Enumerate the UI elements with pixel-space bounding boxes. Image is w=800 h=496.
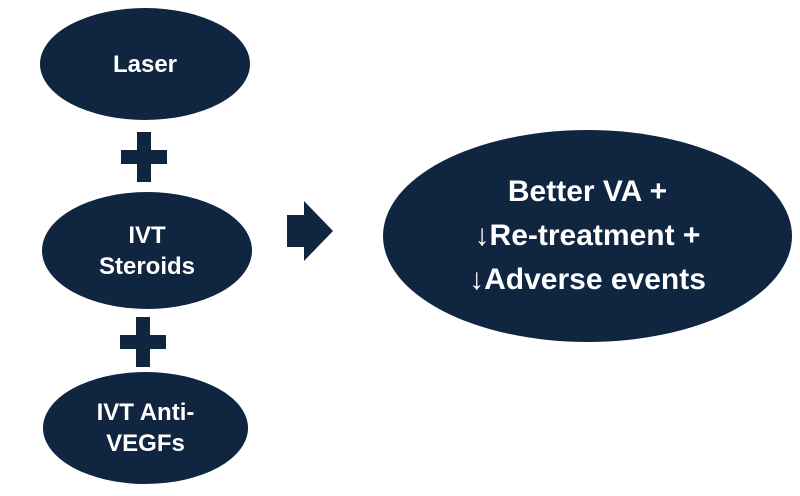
node-ivt-steroids: IVT Steroids (42, 192, 252, 309)
node-ivt-steroids-label: IVT Steroids (99, 220, 195, 282)
plus-icon (121, 132, 167, 182)
node-outcome-line-2: ↓Re-treatment + (474, 219, 701, 252)
node-outcome-line-1: Better VA + (507, 175, 668, 208)
arrow-right-icon (287, 201, 333, 261)
node-ivt-anti-vegfs: IVT Anti- VEGFs (43, 372, 248, 484)
node-outcome: Better VA + ↓Re-treatment + ↓Adverse eve… (383, 130, 792, 342)
plus-icon (120, 317, 166, 367)
node-ivt-steroids-line-1: IVT (128, 221, 166, 249)
node-ivt-anti-vegfs-line-1: IVT Anti- (96, 399, 195, 426)
node-laser-line-1: Laser (112, 50, 178, 78)
arrow-right-icon-head (304, 201, 333, 261)
node-laser: Laser (40, 8, 250, 120)
node-outcome-label: Better VA + ↓Re-treatment + ↓Adverse eve… (469, 170, 706, 302)
arrow-right-icon-shaft (287, 215, 304, 247)
node-outcome-line-3: ↓Adverse events (469, 263, 706, 296)
node-ivt-anti-vegfs-label: IVT Anti- VEGFs (97, 397, 195, 459)
node-laser-label: Laser (113, 49, 177, 80)
plus-icon-horizontal-bar (120, 335, 166, 349)
plus-icon-horizontal-bar (121, 150, 167, 164)
node-ivt-steroids-line-2: Steroids (98, 252, 196, 280)
node-ivt-anti-vegfs-line-2: VEGFs (106, 430, 185, 457)
